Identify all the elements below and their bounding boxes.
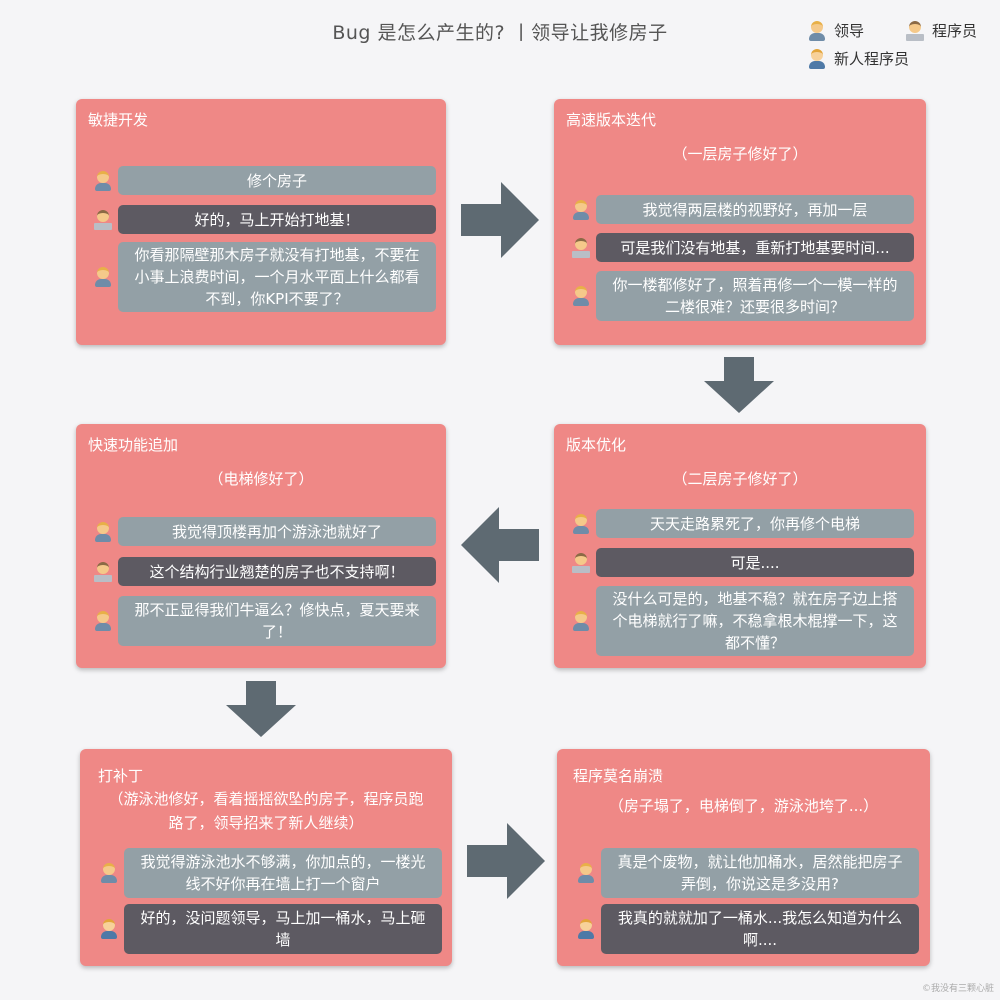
new-programmer-icon (808, 48, 826, 69)
leader-icon (94, 170, 112, 191)
card-fast-feature-addition: 快速功能追加 （电梯修好了） 我觉得顶楼再加个游泳池就好了 这个结构行业翘楚的房… (76, 424, 446, 668)
leader-icon (94, 267, 112, 287)
leader-bubble: 我觉得两层楼的视野好，再加一层 (596, 195, 914, 224)
status-note: （二层房子修好了） (672, 470, 808, 488)
leader-icon (572, 286, 590, 306)
leader-icon (94, 611, 112, 631)
status-note: （房子塌了，电梯倒了，游泳池垮了...） (608, 797, 879, 815)
card-fast-iteration: 高速版本迭代 （一层房子修好了） 我觉得两层楼的视野好，再加一层 可是我们没有地… (554, 99, 926, 345)
new-programmer-icon (100, 919, 118, 939)
leader-bubble: 天天走路累死了，你再修个电梯 (596, 509, 914, 538)
programmer-icon (572, 552, 590, 573)
programmer-bubble: 好的，马上开始打地基！ (118, 205, 436, 234)
dialog-row: 天天走路累死了，你再修个电梯 (572, 509, 914, 538)
legend-programmer-label: 程序员 (932, 22, 978, 40)
leader-bubble: 那不正显得我们牛逼么？修快点，夏天要来了！ (118, 596, 436, 646)
card-title: 程序莫名崩溃 (573, 767, 664, 785)
dialog-row: 我觉得两层楼的视野好，再加一层 (572, 195, 914, 224)
watermark: ©我没有三颗心脏 (921, 984, 994, 994)
leader-bubble: 修个房子 (118, 166, 436, 195)
dialog-row: 你看那隔壁那木房子就没有打地基，不要在小事上浪费时间，一个月水平面上什么都看不到… (94, 242, 436, 312)
leader-bubble: 真是个废物，就让他加桶水，居然能把房子弄倒，你说这是多没用? (601, 848, 919, 898)
card-version-optimization: 版本优化 （二层房子修好了） 天天走路累死了，你再修个电梯 可是.... 没什么… (554, 424, 926, 668)
dialog-row: 修个房子 (94, 166, 436, 195)
legend-programmer: 程序员 (906, 20, 977, 41)
dialog-row: 我觉得顶楼再加个游泳池就好了 (94, 517, 436, 546)
card-title: 版本优化 (566, 436, 627, 454)
arrow-down-icon (704, 357, 774, 413)
arrow-down-icon (226, 681, 296, 737)
card-title: 高速版本迭代 (566, 111, 657, 129)
legend-leader: 领导 (808, 20, 864, 41)
status-note: （一层房子修好了） (672, 145, 808, 163)
new-programmer-bubble: 我真的就就加了一桶水...我怎么知道为什么啊.... (601, 904, 919, 954)
card-agile-development: 敏捷开发 修个房子 好的，马上开始打地基！ 你看那隔壁那木房子就没有打地基，不要… (76, 99, 446, 345)
leader-icon (577, 863, 595, 883)
new-programmer-icon (577, 919, 595, 939)
programmer-bubble: 可是.... (596, 548, 914, 577)
leader-bubble: 没什么可是的，地基不稳？就在房子边上搭个电梯就行了嘛，不稳拿根木棍撑一下，这都不… (596, 586, 914, 656)
card-title: 快速功能追加 (88, 436, 179, 454)
leader-bubble: 我觉得顶楼再加个游泳池就好了 (118, 517, 436, 546)
programmer-icon (94, 561, 112, 582)
new-programmer-bubble: 好的，没问题领导，马上加一桶水，马上砸墙 (124, 904, 442, 954)
legend-new-programmer-label: 新人程序员 (834, 50, 910, 68)
programmer-bubble: 可是我们没有地基，重新打地基要时间... (596, 233, 914, 262)
status-note: （游泳池修好，看着摇摇欲坠的房子，程序员跑路了，领导招来了新人继续） (108, 790, 424, 832)
programmer-icon (94, 209, 112, 230)
leader-icon (572, 611, 590, 631)
leader-icon (572, 513, 590, 534)
card-patching: 打补丁 （游泳池修好，看着摇摇欲坠的房子，程序员跑路了，领导招来了新人继续） 我… (80, 749, 452, 966)
programmer-icon (572, 237, 590, 258)
leader-icon (808, 20, 826, 41)
leader-bubble: 我觉得游泳池水不够满，你加点的，一楼光线不好你再在墙上打一个窗户 (124, 848, 442, 898)
page-title: Bug 是怎么产生的? 丨领导让我修房子 (332, 22, 668, 44)
dialog-row: 我觉得游泳池水不够满，你加点的，一楼光线不好你再在墙上打一个窗户 (100, 848, 442, 898)
card-program-crash: 程序莫名崩溃 （房子塌了，电梯倒了，游泳池垮了...） 真是个废物，就让他加桶水… (557, 749, 930, 966)
dialog-row: 好的，马上开始打地基！ (94, 205, 436, 234)
dialog-row: 我真的就就加了一桶水...我怎么知道为什么啊.... (577, 904, 919, 954)
dialog-row: 可是我们没有地基，重新打地基要时间... (572, 233, 914, 262)
legend-new-programmer: 新人程序员 (808, 48, 909, 69)
programmer-icon (906, 20, 924, 41)
leader-icon (94, 521, 112, 542)
status-note: （电梯修好了） (208, 470, 314, 488)
dialog-row: 这个结构行业翘楚的房子也不支持啊！ (94, 557, 436, 586)
arrow-right-icon (467, 823, 545, 899)
arrow-right-icon (461, 182, 539, 258)
dialog-row: 可是.... (572, 548, 914, 577)
legend-leader-label: 领导 (834, 22, 865, 40)
dialog-row: 你一楼都修好了，照着再修一个一模一样的二楼很难？还要很多时间？ (572, 271, 914, 321)
leader-icon (572, 199, 590, 220)
dialog-row: 那不正显得我们牛逼么？修快点，夏天要来了！ (94, 596, 436, 646)
card-title: 敏捷开发 (88, 111, 149, 129)
leader-bubble: 你看那隔壁那木房子就没有打地基，不要在小事上浪费时间，一个月水平面上什么都看不到… (118, 242, 436, 312)
dialog-row: 没什么可是的，地基不稳？就在房子边上搭个电梯就行了嘛，不稳拿根木棍撑一下，这都不… (572, 586, 914, 656)
card-title: 打补丁 (98, 767, 144, 785)
arrow-left-icon (461, 507, 539, 583)
dialog-row: 真是个废物，就让他加桶水，居然能把房子弄倒，你说这是多没用? (577, 848, 919, 898)
dialog-row: 好的，没问题领导，马上加一桶水，马上砸墙 (100, 904, 442, 954)
programmer-bubble: 这个结构行业翘楚的房子也不支持啊！ (118, 557, 436, 586)
leader-bubble: 你一楼都修好了，照着再修一个一模一样的二楼很难？还要很多时间？ (596, 271, 914, 321)
leader-icon (100, 863, 118, 883)
